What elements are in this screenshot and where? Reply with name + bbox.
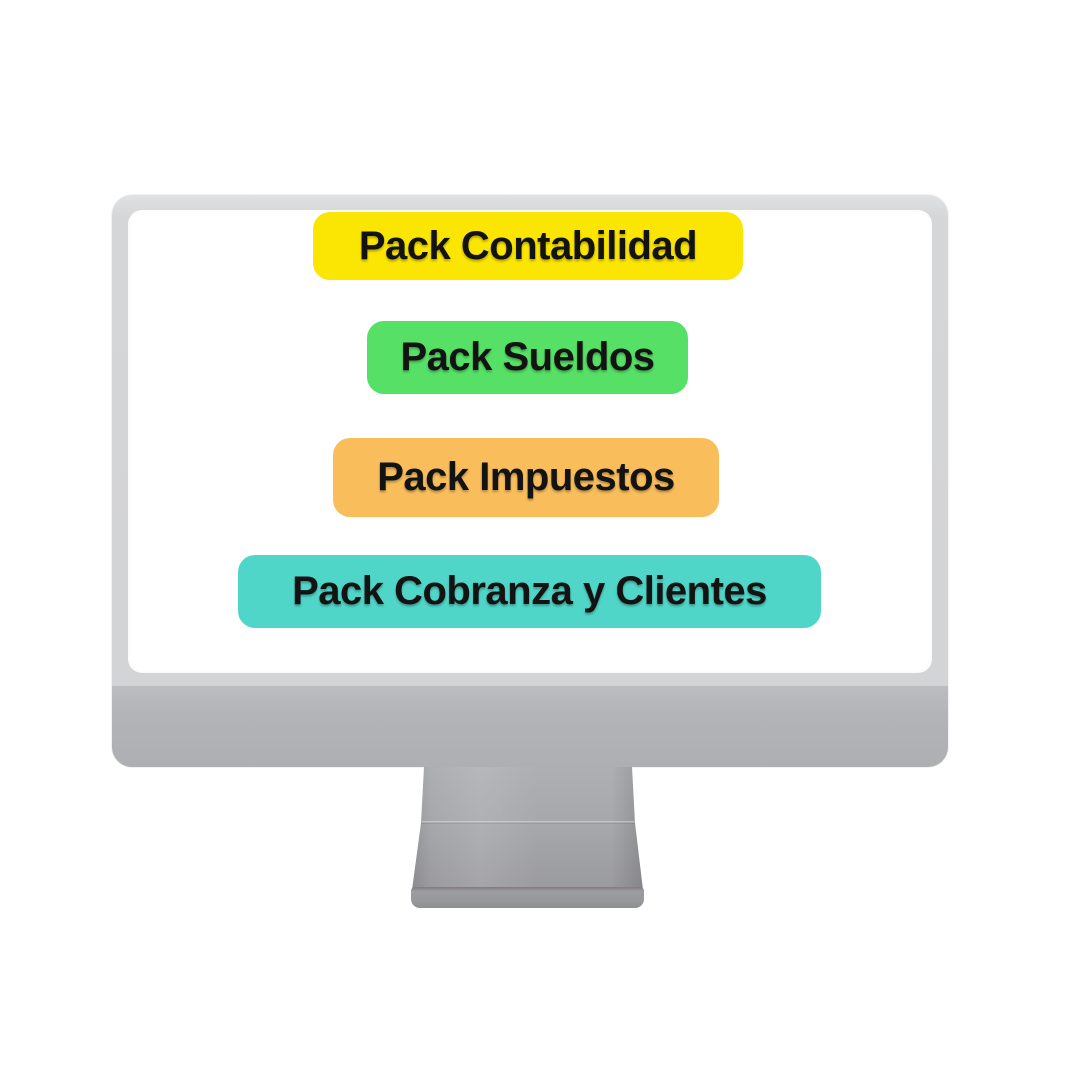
pack-badge-label: Pack Cobranza y Clientes — [292, 569, 767, 613]
monitor-chin — [112, 686, 948, 767]
stand-crease — [419, 821, 639, 824]
stand-shading — [412, 767, 643, 890]
pack-badge-cobranza-clientes[interactable]: Pack Cobranza y Clientes — [238, 555, 821, 628]
pack-badge-sueldos[interactable]: Pack Sueldos — [367, 321, 688, 394]
monitor-stand — [411, 767, 644, 908]
pack-badge-label: Pack Contabilidad — [358, 223, 698, 268]
pack-badge-impuestos[interactable]: Pack Impuestos — [333, 438, 719, 517]
monitor-screen: Pack Contabilidad Pack Sueldos Pack Impu… — [128, 210, 932, 673]
pack-badge-contabilidad[interactable]: Pack Contabilidad — [313, 212, 743, 280]
pack-badge-label: Pack Sueldos — [400, 335, 655, 379]
monitor: Pack Contabilidad Pack Sueldos Pack Impu… — [112, 195, 948, 767]
pack-badge-label: Pack Impuestos — [377, 455, 675, 499]
monitor-stand-neck — [412, 767, 643, 890]
monitor-stand-base — [411, 887, 644, 908]
